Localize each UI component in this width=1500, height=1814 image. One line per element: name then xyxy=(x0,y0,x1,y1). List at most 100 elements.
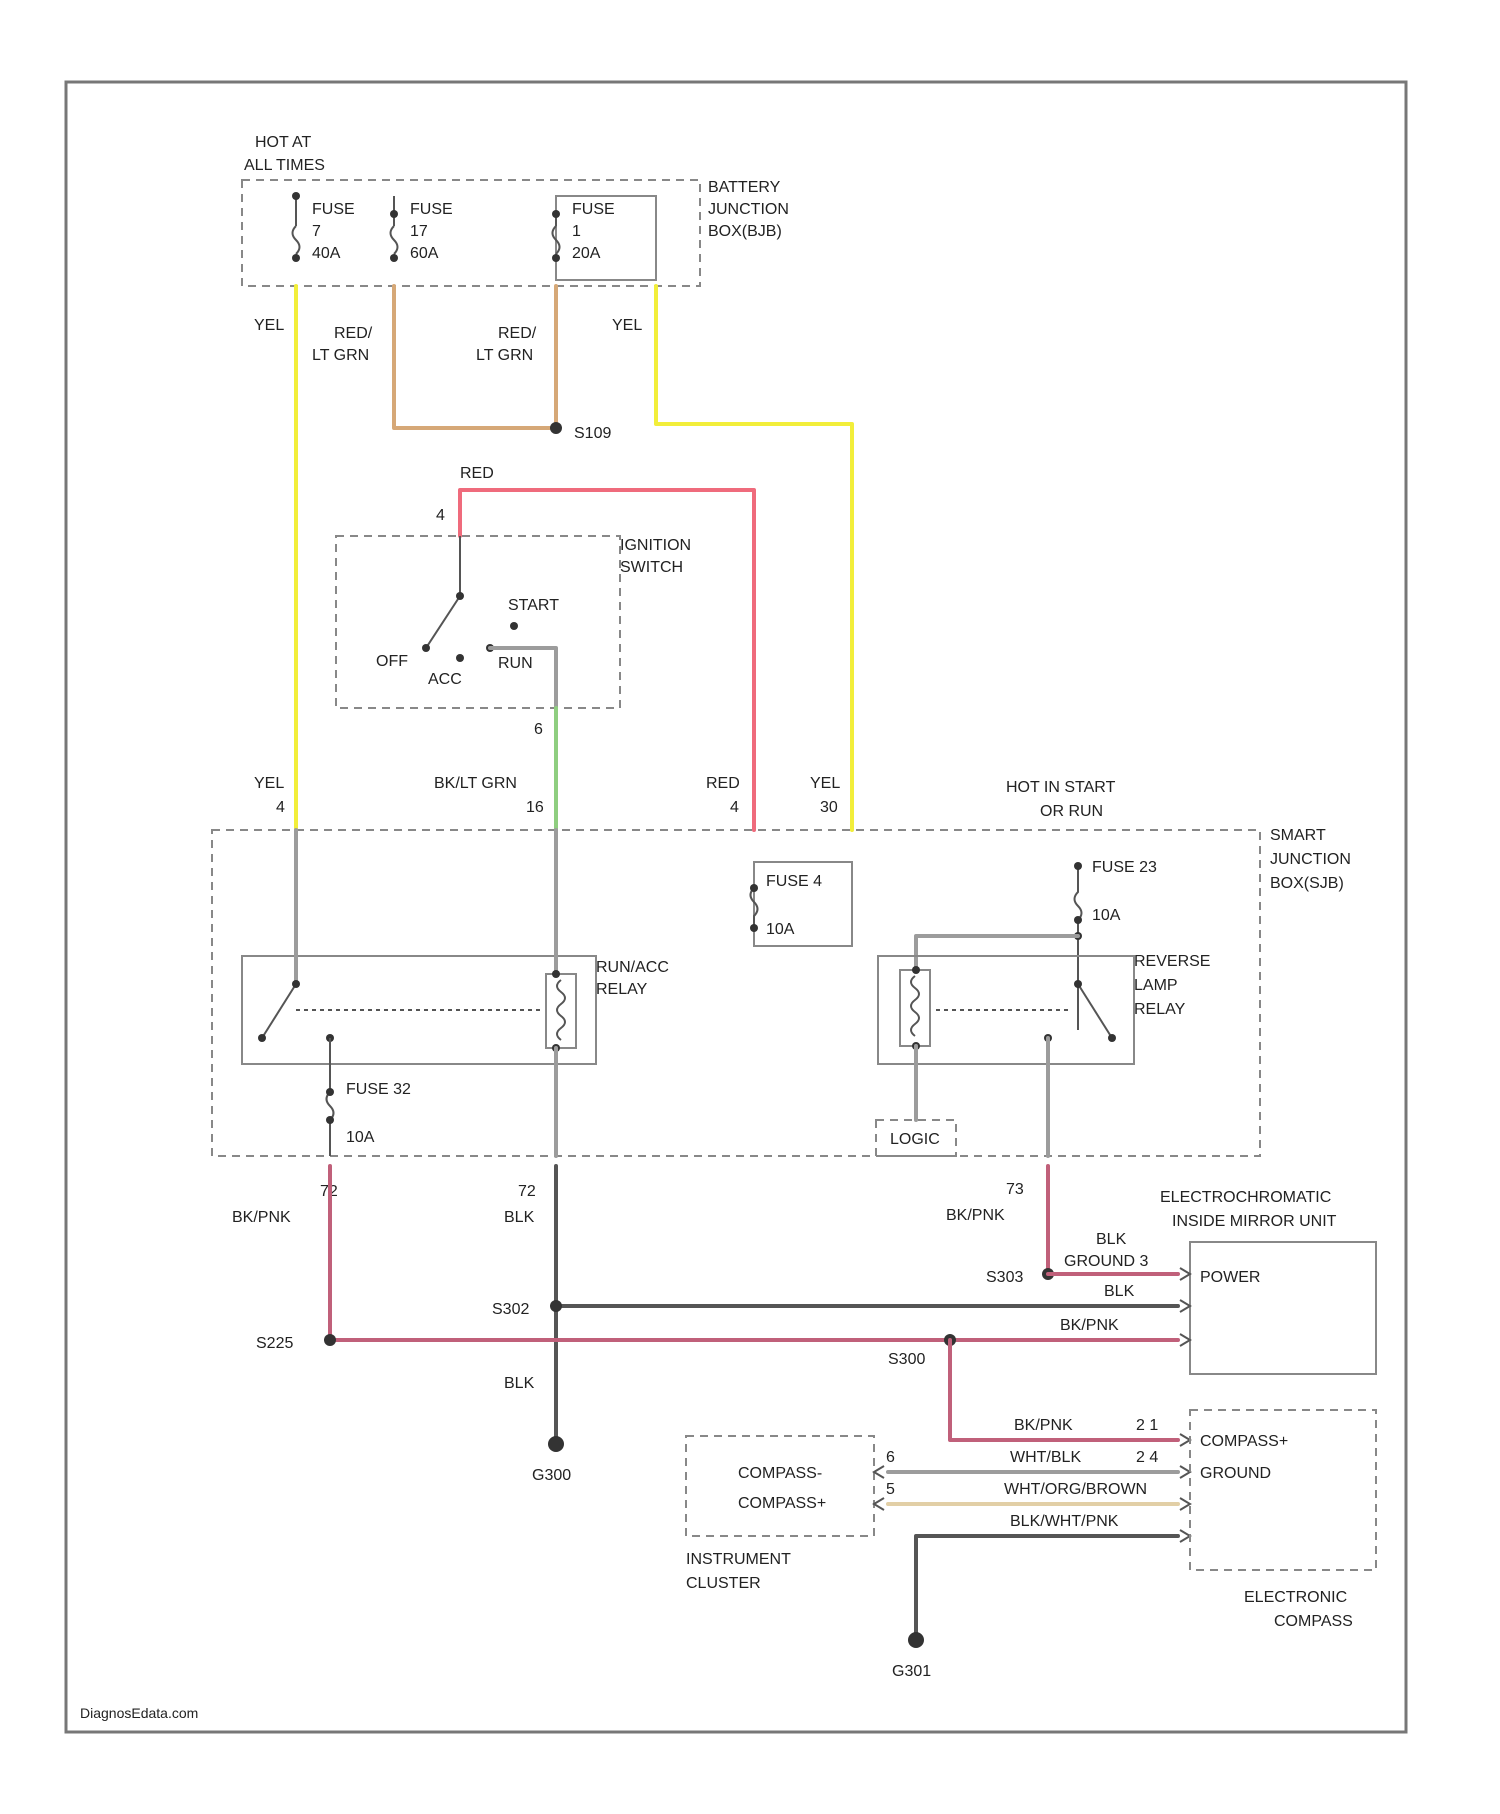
sjb-box-label-1: SMART xyxy=(1270,827,1326,844)
sjb-yel-label: YEL xyxy=(254,775,284,792)
fuse-23-symbol xyxy=(1075,866,1082,1030)
blk-wht-wire xyxy=(916,1536,1178,1640)
blk-a-label: BLK xyxy=(504,1209,535,1226)
ic-compass-2: COMPASS+ xyxy=(738,1495,826,1512)
fuse-4-name: FUSE 4 xyxy=(766,873,822,890)
fuse-1-name: FUSE xyxy=(572,201,615,218)
ign-acc: ACC xyxy=(428,671,462,688)
fuse-4-amp: 10A xyxy=(766,921,795,938)
ign-run: RUN xyxy=(498,655,533,672)
splice-s300-label: S300 xyxy=(888,1351,925,1368)
splice-s225-label: S225 xyxy=(256,1335,293,1352)
sjb-box-label-2: JUNCTION xyxy=(1270,851,1351,868)
fuse-1-amp: 20A xyxy=(572,245,601,262)
instrument-cluster-box xyxy=(686,1436,874,1536)
sjb-box-label-3: BOX(SJB) xyxy=(1270,875,1344,892)
reverse-relay-label-1: REVERSE xyxy=(1134,953,1210,970)
fuse-17-num: 17 xyxy=(410,223,428,240)
reverse-relay-label-3: RELAY xyxy=(1134,1001,1186,1018)
bkpnk-a-label: BK/PNK xyxy=(232,1209,291,1226)
bjb-label-1: BATTERY xyxy=(708,179,781,196)
bkpnk-c-label: BK/PNK xyxy=(1014,1417,1073,1434)
splice-s225 xyxy=(324,1334,336,1346)
run-acc-relay-coil xyxy=(546,974,576,1048)
wht-org-label: WHT/ORG/BROWN xyxy=(1004,1481,1147,1498)
electronic-compass-label-1: ELECTRONIC xyxy=(1244,1589,1347,1606)
run-acc-relay-contact xyxy=(262,984,296,1038)
splice-s109-label: S109 xyxy=(574,425,611,442)
bjb-label-3: BOX(BJB) xyxy=(708,223,782,240)
pin-72b: 72 xyxy=(518,1183,536,1200)
red-top-label: RED xyxy=(460,465,494,482)
yel-left-label: YEL xyxy=(254,317,284,334)
reverse-relay-label-2: LAMP xyxy=(1134,977,1178,994)
ground-g300 xyxy=(548,1436,564,1452)
ic-pin-1: 6 xyxy=(886,1449,895,1466)
ign-switch-label-2: SWITCH xyxy=(620,559,683,576)
sjb-bkgrn-label: BK/LT GRN xyxy=(434,775,517,792)
sjb-yel2-pin: 30 xyxy=(820,799,838,816)
ground-g301-label: G301 xyxy=(892,1663,931,1680)
red-ltgrn-b-1: RED/ xyxy=(498,325,537,342)
ign-start: START xyxy=(508,597,559,614)
fuse-23-name: FUSE 23 xyxy=(1092,859,1157,876)
fuse-1-num: 1 xyxy=(572,223,581,240)
compass-pos-label: COMPASS+ xyxy=(1200,1433,1288,1450)
red-ltgrn-a-2: LT GRN xyxy=(312,347,369,364)
blk-lower-label: BLK xyxy=(504,1375,535,1392)
watermark: DiagnosEdata.com xyxy=(80,1705,198,1721)
sjb-bkgrn-pin: 16 xyxy=(526,799,544,816)
ignition-switch-box xyxy=(336,536,620,708)
ground-g301 xyxy=(908,1632,924,1648)
sjb-yel2-label: YEL xyxy=(810,775,840,792)
reverse-relay-contact xyxy=(1078,984,1112,1038)
ign-pin-bot: 6 xyxy=(534,721,543,738)
ic-compass-1: COMPASS- xyxy=(738,1465,822,1482)
fuse-7-amp: 40A xyxy=(312,245,341,262)
hot-start-run-1: HOT IN START xyxy=(1006,779,1116,796)
fuse-32-name: FUSE 32 xyxy=(346,1081,411,1098)
electronic-compass-label-2: COMPASS xyxy=(1274,1613,1353,1630)
ground-pin-label: GROUND 3 xyxy=(1064,1253,1149,1270)
ecm-unit-label-1: ELECTROCHROMATIC xyxy=(1160,1189,1331,1206)
pin-c2: 2 4 xyxy=(1136,1449,1158,1466)
hot-label-2: ALL TIMES xyxy=(244,157,325,174)
reverse-relay-coil xyxy=(900,970,930,1046)
hot-start-run-2: OR RUN xyxy=(1040,803,1103,820)
run-acc-relay-label-2: RELAY xyxy=(596,981,648,998)
fuse-7-name: FUSE xyxy=(312,201,355,218)
instrument-cluster-label-1: INSTRUMENT xyxy=(686,1551,791,1568)
fuse-17-name: FUSE xyxy=(410,201,453,218)
yel-right-label: YEL xyxy=(612,317,642,334)
fuse-32-amp: 10A xyxy=(346,1129,375,1146)
ignition-switch-arm xyxy=(426,536,460,648)
instrument-cluster-label-2: CLUSTER xyxy=(686,1575,761,1592)
hot-label-1: HOT AT xyxy=(255,134,312,151)
fuse-7-symbol xyxy=(293,196,300,254)
ecm-mirror-unit-box xyxy=(1190,1242,1376,1374)
fuse-23-amp: 10A xyxy=(1092,907,1121,924)
smart-junction-box xyxy=(212,830,1260,1156)
blk-mid-label: BLK xyxy=(1104,1283,1135,1300)
wht-blk-label: WHT/BLK xyxy=(1010,1449,1081,1466)
compass-ground-label: GROUND xyxy=(1200,1465,1271,1482)
fuse-7-num: 7 xyxy=(312,223,321,240)
red-ltgrn-b-2: LT GRN xyxy=(476,347,533,364)
fuse-17-amp: 60A xyxy=(410,245,439,262)
run-acc-relay-label-1: RUN/ACC xyxy=(596,959,669,976)
blk-ground-label: BLK xyxy=(1096,1231,1127,1248)
red-ltgrn-a-1: RED/ xyxy=(334,325,373,342)
sjb-red-pin: 4 xyxy=(730,799,739,816)
ign-switch-label-1: IGNITION xyxy=(620,537,691,554)
blk-wht-label: BLK/WHT/PNK xyxy=(1010,1513,1119,1530)
splice-s302-label: S302 xyxy=(492,1301,529,1318)
ground-g300-label: G300 xyxy=(532,1467,571,1484)
pin-73: 73 xyxy=(1006,1181,1024,1198)
bkpnk-b-label: BK/PNK xyxy=(946,1207,1005,1224)
ecm-unit-label-2: INSIDE MIRROR UNIT xyxy=(1172,1213,1337,1230)
splice-s109 xyxy=(550,422,562,434)
bjb-label-2: JUNCTION xyxy=(708,201,789,218)
power-label: POWER xyxy=(1200,1269,1260,1286)
sjb-red-label: RED xyxy=(706,775,740,792)
